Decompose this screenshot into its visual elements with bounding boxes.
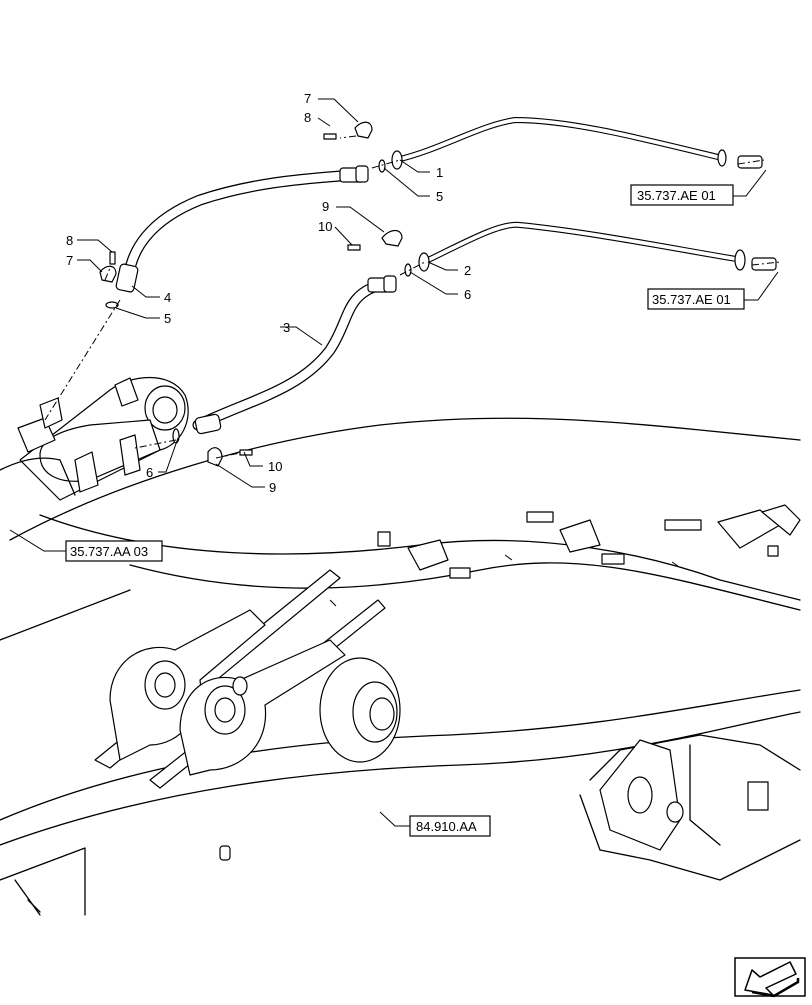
hose-4-assembly [115,165,369,293]
leader-lines [9,98,779,827]
callout-5-left: 5 [164,311,171,326]
o-rings [105,159,412,444]
boom-cylinder [0,376,189,501]
tube-1 [391,116,763,170]
callout-6-top: 6 [464,287,471,302]
reference-box-ae-mid[interactable]: 35.737.AE 01 [647,288,745,310]
assembly-lines [44,135,781,459]
boom-structure [0,417,801,916]
reference-label[interactable]: 35.737.AA 03 [70,544,148,559]
callout-10-top: 10 [318,219,332,234]
reference-label[interactable]: 84.910.AA [416,819,477,834]
callout-5-top: 5 [436,189,443,204]
reference-label[interactable]: 35.737.AE 01 [637,188,716,203]
callout-9-top: 9 [322,199,329,214]
callout-7-left: 7 [66,253,73,268]
clamps [99,121,403,467]
callout-9-bottom: 9 [269,480,276,495]
tube-2 [418,221,777,272]
callout-7-top: 7 [304,91,311,106]
callout-labels: 7 8 1 5 9 10 2 6 8 7 4 5 3 6 10 9 [66,91,471,495]
callout-8-left: 8 [66,233,73,248]
callout-2: 2 [464,263,471,278]
hose-3-assembly [192,275,397,435]
callout-4: 4 [164,290,171,305]
callout-1: 1 [436,165,443,180]
callout-3: 3 [283,320,290,335]
reference-box-boom[interactable]: 84.910.AA [409,815,491,837]
callout-6-left: 6 [146,465,153,480]
arrow-left-down-icon[interactable] [734,957,806,998]
callout-10-bottom: 10 [268,459,282,474]
reference-box-aa[interactable]: 35.737.AA 03 [65,540,163,562]
bolts [109,133,361,456]
callout-8-top: 8 [304,110,311,125]
reference-box-ae-top[interactable]: 35.737.AE 01 [630,184,734,206]
reference-label[interactable]: 35.737.AE 01 [652,292,731,307]
